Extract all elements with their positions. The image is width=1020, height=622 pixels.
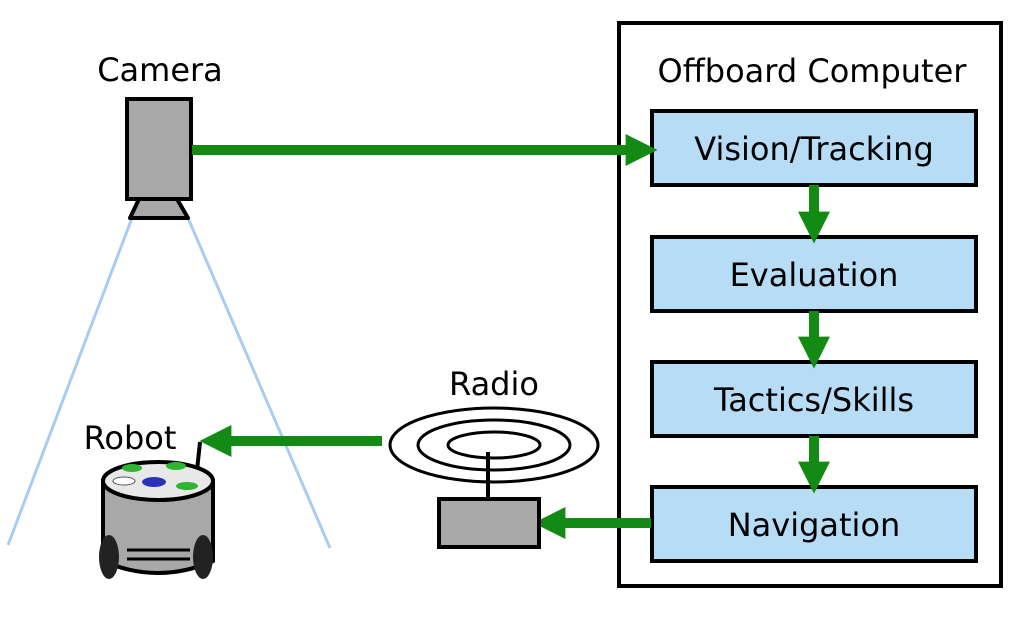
tactics-skills-module: Tactics/Skills — [650, 360, 978, 438]
offboard-computer-label: Offboard Computer — [658, 52, 968, 90]
radio-label: Radio — [449, 365, 539, 403]
tactics-skills-label: Tactics/Skills — [713, 381, 914, 419]
robot-label: Robot — [84, 419, 177, 457]
robot-icon — [99, 441, 215, 579]
radio-transmitter-icon — [437, 452, 541, 549]
vision-tracking-module: Vision/Tracking — [650, 109, 978, 187]
camera-icon — [125, 97, 193, 220]
camera-label: Camera — [97, 51, 223, 89]
camera-view-cone — [6, 217, 332, 549]
evaluation-module: Evaluation — [650, 235, 978, 313]
arrows — [192, 133, 831, 540]
navigation-module: Navigation — [650, 485, 978, 563]
radio-waves-icon — [388, 406, 600, 484]
offboard-computer-box — [617, 21, 1003, 588]
evaluation-label: Evaluation — [730, 256, 899, 294]
vision-tracking-label: Vision/Tracking — [694, 130, 934, 168]
navigation-label: Navigation — [728, 506, 901, 544]
